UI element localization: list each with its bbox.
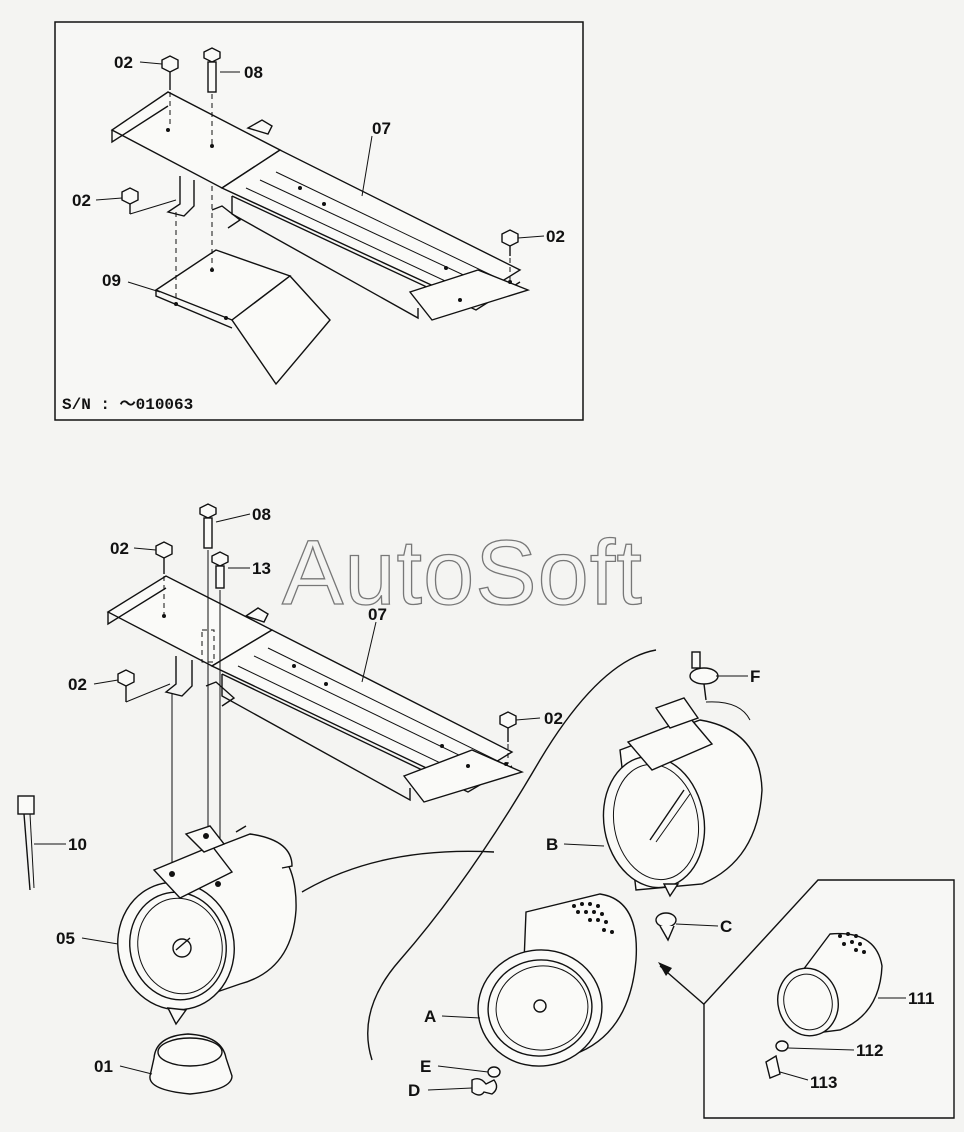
- valve-F: [689, 651, 719, 701]
- bolt-13-main: [211, 551, 229, 880]
- callout-09: 09: [102, 271, 121, 290]
- callout-112: 112: [856, 1041, 883, 1060]
- bolt-02-main-b: [117, 669, 173, 866]
- callout-02-b: 02: [72, 191, 91, 210]
- callout-08: 08: [244, 63, 263, 82]
- cap-01: [149, 1033, 233, 1095]
- callout-02-main-c: 02: [544, 709, 563, 728]
- callout-10: 10: [68, 835, 87, 854]
- main-assembly: 08 02 13 07 02 02 F 10 B 05 C A E D 01 1…: [17, 503, 955, 1119]
- callout-D: D: [408, 1081, 420, 1100]
- bolt-02-main-c: [499, 711, 517, 764]
- callout-A: A: [424, 1007, 436, 1026]
- o-ring-112: [775, 1040, 789, 1052]
- callout-02-main-b: 02: [68, 675, 87, 694]
- wing-nut-D: [471, 1077, 498, 1096]
- watermark: AutoSoft: [282, 522, 643, 624]
- element-A: [477, 893, 638, 1067]
- callout-07: 07: [372, 119, 391, 138]
- bolt-08-top: [203, 47, 221, 268]
- washer-E: [487, 1066, 501, 1078]
- housing-B: [602, 697, 763, 898]
- gasket-C: [655, 912, 677, 942]
- air-cleaner-05: [117, 825, 297, 1026]
- callout-01: 01: [94, 1057, 113, 1076]
- bolt-02-top-b: [121, 187, 177, 302]
- cable-tie-10: [17, 795, 35, 891]
- bolt-08-main: [199, 503, 217, 830]
- bolt-02-top-c: [501, 229, 519, 280]
- callout-C: C: [720, 917, 732, 936]
- bolt-02-top-a: [161, 55, 179, 128]
- inner-perforation-dots: [838, 932, 866, 954]
- top-inset: 02 08 07 02 02 09 S/N : ～010063: [54, 21, 584, 421]
- callout-F: F: [750, 667, 760, 686]
- callout-13: 13: [252, 559, 271, 578]
- bracket-07: [106, 575, 525, 803]
- nipple-113: [765, 1054, 781, 1079]
- callout-111: 111: [908, 989, 935, 1008]
- inner-element-inset: [703, 879, 955, 1119]
- callout-05: 05: [56, 929, 75, 948]
- callout-113: 113: [810, 1073, 837, 1092]
- callout-08-main: 08: [252, 505, 271, 524]
- callout-07-main: 07: [368, 605, 387, 624]
- bracket-07-inset: [110, 91, 531, 321]
- callout-02-c: 02: [546, 227, 565, 246]
- bolt-02-main-a: [155, 541, 173, 614]
- perforation-dots: [572, 902, 614, 934]
- bracket-09-inset: [154, 249, 331, 386]
- callout-02-a: 02: [114, 53, 133, 72]
- callout-B: B: [546, 835, 558, 854]
- callout-02-main-a: 02: [110, 539, 129, 558]
- callout-E: E: [420, 1057, 431, 1076]
- serial-number-label: S/N : ～010063: [62, 396, 193, 414]
